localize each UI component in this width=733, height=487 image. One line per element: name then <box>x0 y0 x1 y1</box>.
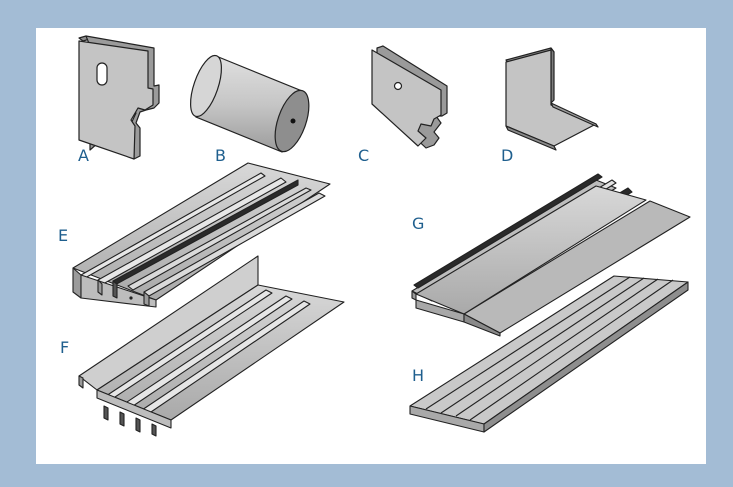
part-d-bracket <box>505 47 599 151</box>
part-a-plate <box>78 35 160 160</box>
part-g-rail <box>411 173 691 337</box>
part-c-plate <box>371 45 448 149</box>
label-a: A <box>78 146 89 165</box>
part-e-rail <box>72 162 331 308</box>
label-h: H <box>412 366 425 385</box>
diagram-panel: A B C D E F G H <box>36 28 706 464</box>
label-c: C <box>358 146 370 165</box>
label-f: F <box>60 338 70 357</box>
label-d: D <box>501 146 514 165</box>
part-h-strip <box>409 275 689 433</box>
parts-diagram <box>72 35 691 437</box>
part-b-cylinder <box>189 54 310 153</box>
label-b: B <box>215 146 226 165</box>
label-g: G <box>412 214 425 233</box>
part-f-rail <box>78 255 345 437</box>
label-e: E <box>58 226 69 245</box>
